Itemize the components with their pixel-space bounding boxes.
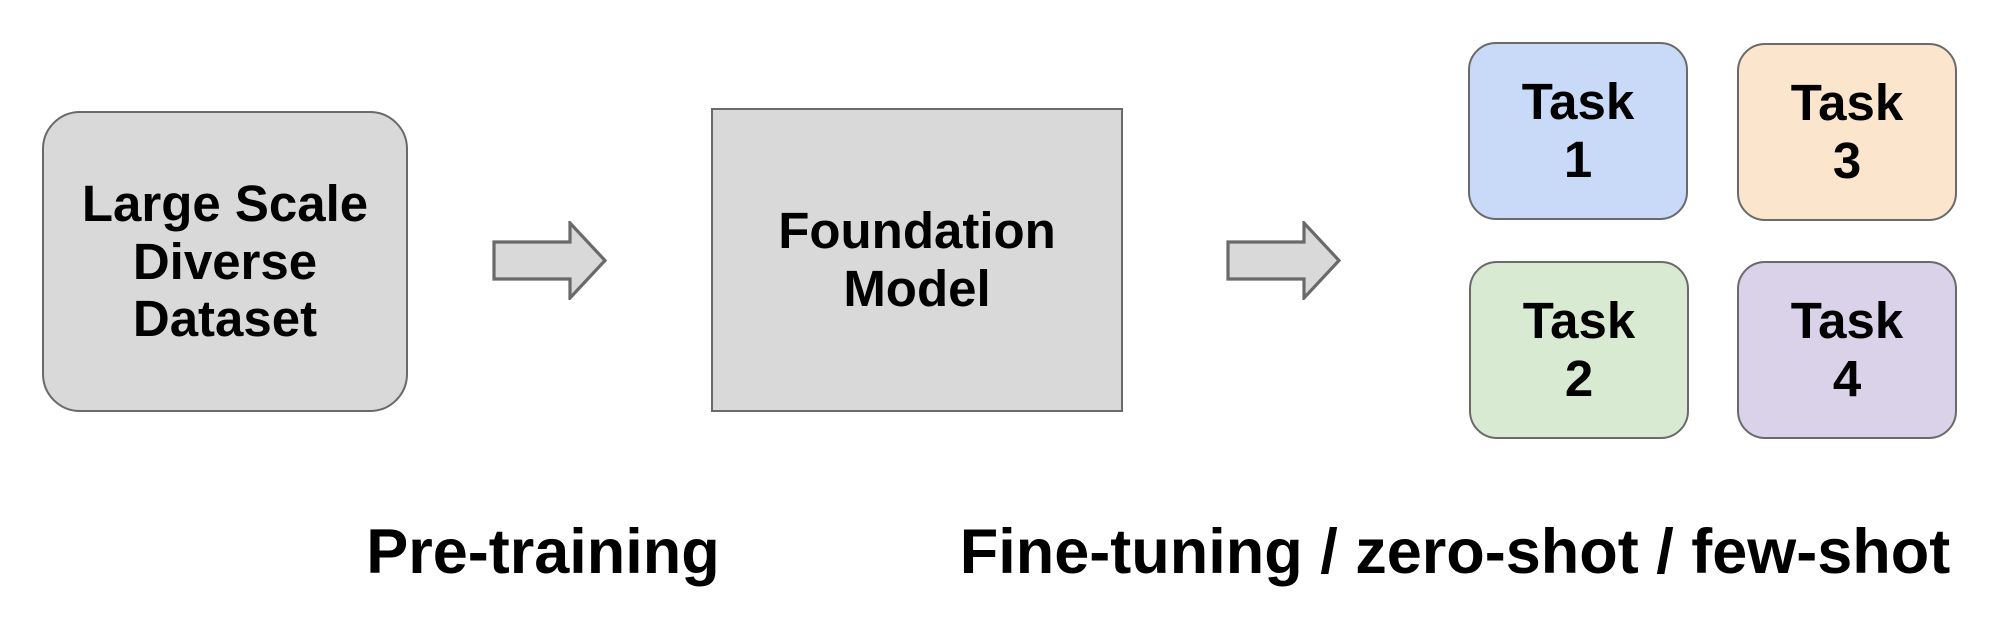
finetuning-stage-label: Fine-tuning / zero-shot / few-shot xyxy=(959,517,1951,587)
dataset-node-label: Large Scale Diverse Dataset xyxy=(81,175,369,348)
arrow-right-shape xyxy=(1226,221,1342,300)
task-2-node: Task 2 xyxy=(1469,261,1689,439)
dataset-node: Large Scale Diverse Dataset xyxy=(42,111,408,412)
foundation-model-node-label: Foundation Model xyxy=(778,202,1056,317)
task-4-node: Task 4 xyxy=(1737,261,1957,439)
task-4-node-label: Task 4 xyxy=(1790,292,1904,407)
arrow-right-pretraining-icon xyxy=(492,221,608,300)
task-3-node: Task 3 xyxy=(1737,43,1957,221)
task-3-node-label: Task 3 xyxy=(1790,74,1904,189)
task-1-node-label: Task 1 xyxy=(1521,73,1635,188)
pretraining-stage-label: Pre-training xyxy=(366,517,720,587)
arrow-right-shape xyxy=(492,221,608,300)
task-2-node-label: Task 2 xyxy=(1522,292,1636,407)
task-1-node: Task 1 xyxy=(1468,42,1688,220)
foundation-model-node: Foundation Model xyxy=(711,108,1123,412)
arrow-right-finetuning-icon xyxy=(1226,221,1342,300)
